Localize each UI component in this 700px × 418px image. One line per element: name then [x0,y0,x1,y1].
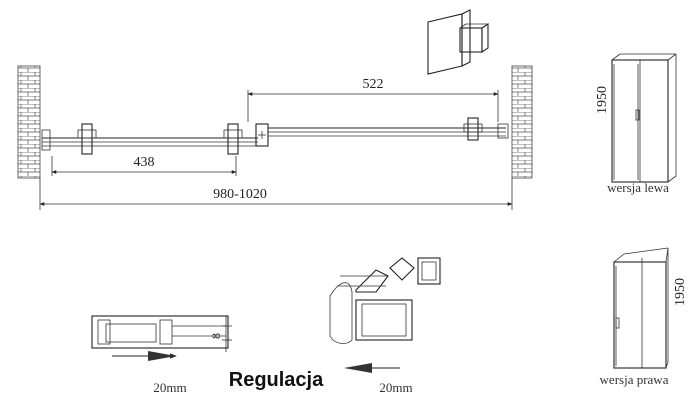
handle [255,123,269,147]
elevation-right: 1950 wersja prawa [600,247,688,387]
elevation-left-caption: wersja lewa [607,180,669,195]
adjustment-detail-left: 8 20mm [91,315,232,395]
fixed-panel [41,123,258,155]
right-wall [511,65,533,179]
elevation-left: 1950 wersja lewa [595,53,677,195]
dim-total-width: 980-1020 [213,187,267,202]
left-wall [17,65,41,179]
roller-left [81,123,93,155]
dim-fixed-panel: 438 [134,155,155,170]
adjustment-detail-right: 20mm [329,257,441,395]
roller-right [467,117,479,141]
elevation-right-caption: wersja prawa [600,372,669,387]
elevation-right-height: 1950 [673,278,688,306]
handle-detail [427,9,489,75]
dim-sliding-panel: 522 [363,77,384,92]
plan-view: 522 438 980-1020 [17,65,533,210]
gap-label: 8 [209,333,223,339]
roller-mid [227,123,239,155]
right-shift-label: 20mm [379,380,412,395]
sliding-panel [255,117,509,147]
adjustment-title: Regulacja [229,369,324,391]
left-shift-label: 20mm [153,380,186,395]
elevation-left-height: 1950 [595,86,610,114]
